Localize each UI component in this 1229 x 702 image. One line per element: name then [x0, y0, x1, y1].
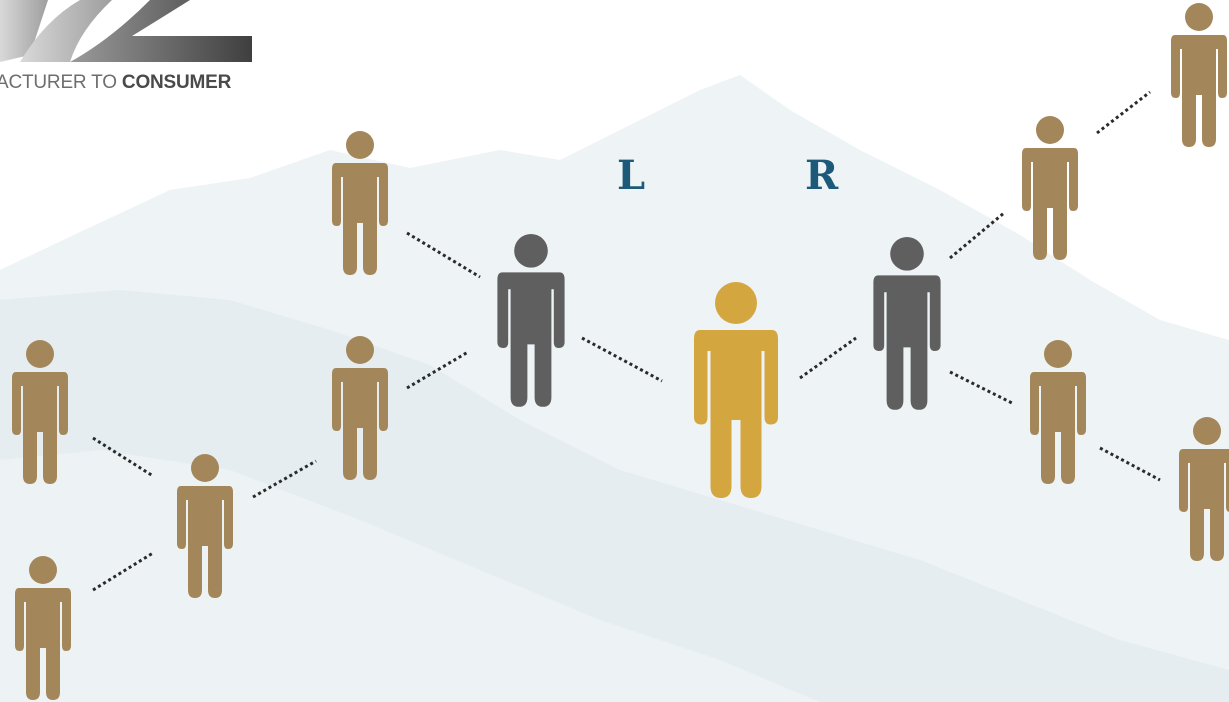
person-head: [1193, 417, 1221, 445]
person-icon-root: [694, 282, 778, 498]
person-body: [332, 368, 388, 480]
dotted-connector: [406, 231, 481, 279]
person-body: [1179, 449, 1229, 561]
person-icon-downline: [1030, 340, 1086, 484]
person-body: [1171, 35, 1227, 147]
person-body: [497, 272, 565, 407]
person-head: [514, 234, 548, 268]
person-head: [346, 336, 374, 364]
person-head: [1036, 116, 1064, 144]
person-icon-downline: [12, 340, 68, 484]
person-icon-downline: [332, 336, 388, 480]
person-body: [332, 163, 388, 275]
person-head: [26, 340, 54, 368]
tagline-bold: CONSUMER: [121, 72, 232, 93]
person-icon-downline: [332, 131, 388, 275]
person-head: [1185, 3, 1213, 31]
person-body: [1030, 372, 1086, 484]
person-body: [12, 372, 68, 484]
left-leg-label: L: [617, 152, 646, 199]
person-head: [29, 556, 57, 584]
person-icon-direct: [497, 234, 565, 407]
person-body: [694, 330, 778, 498]
person-body: [15, 588, 71, 700]
tagline-light: ACTURER TO: [0, 72, 117, 93]
person-icon-downline: [1171, 3, 1227, 147]
person-icon-downline: [177, 454, 233, 598]
logo-tagline: ACTURER TO CONSUMER: [0, 72, 231, 94]
person-icon-direct: [873, 237, 941, 410]
person-icon-downline: [1022, 116, 1078, 260]
person-body: [1022, 148, 1078, 260]
dotted-connector: [1096, 90, 1151, 135]
person-body: [873, 275, 941, 410]
person-head: [715, 282, 757, 324]
person-icon-downline: [15, 556, 71, 700]
company-logo-mark: [0, 0, 252, 62]
person-head: [191, 454, 219, 482]
person-head: [890, 237, 924, 271]
person-icon-downline: [1179, 417, 1229, 561]
dotted-connector: [1099, 446, 1161, 482]
dotted-connector: [252, 459, 317, 499]
person-head: [346, 131, 374, 159]
person-body: [177, 486, 233, 598]
right-leg-label: R: [805, 152, 839, 199]
person-head: [1044, 340, 1072, 368]
